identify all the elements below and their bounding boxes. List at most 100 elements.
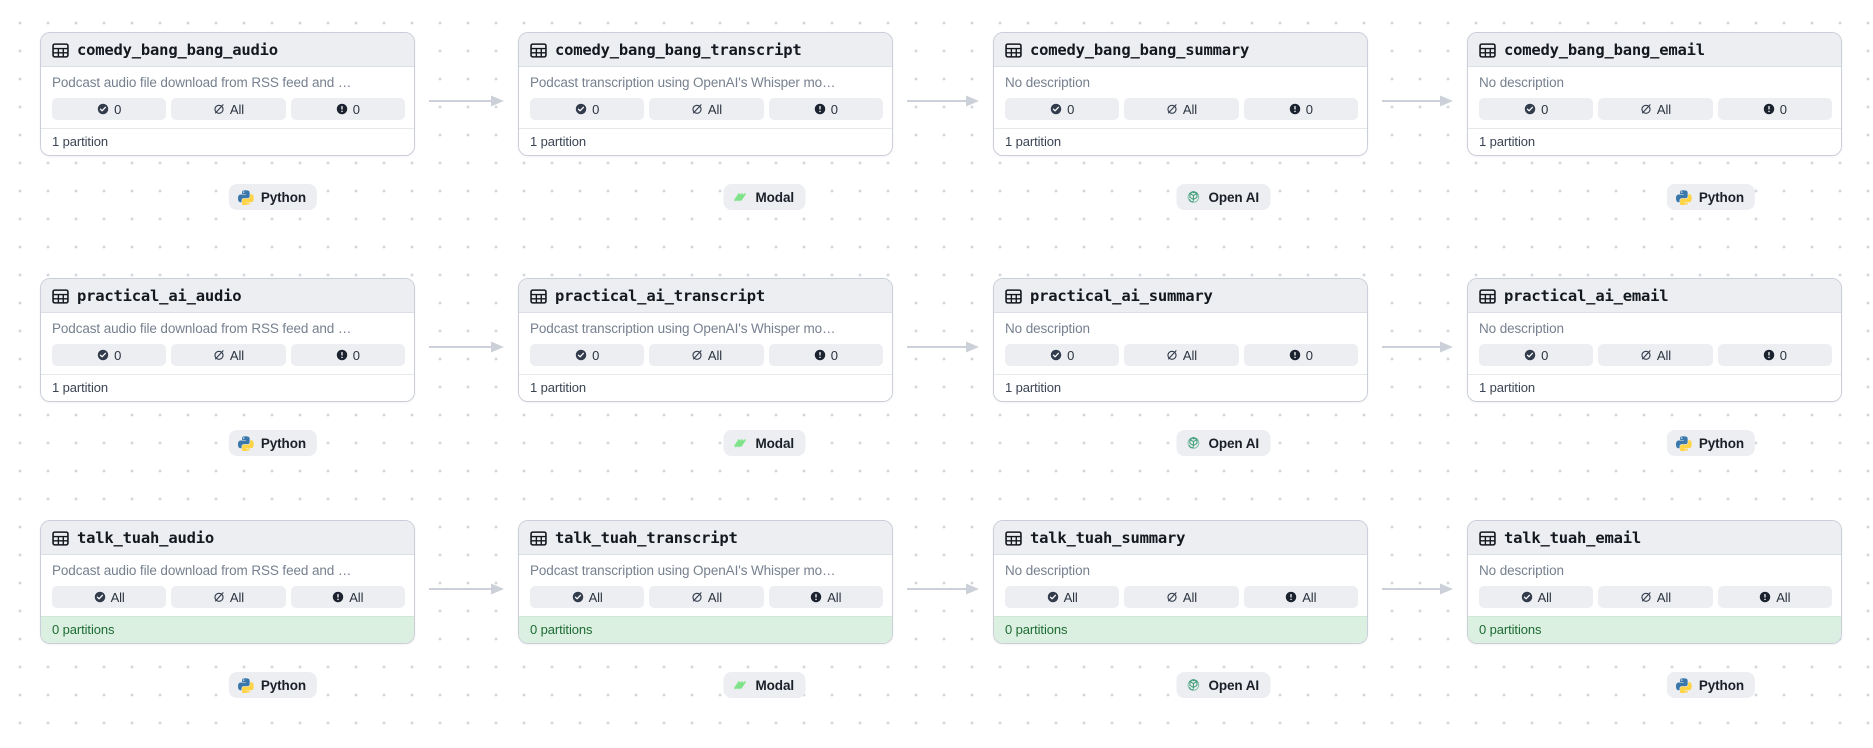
table-icon — [52, 530, 69, 546]
asset-node-description: Podcast audio file download from RSS fee… — [52, 75, 352, 90]
status-badge[interactable]: 0 — [290, 98, 405, 120]
flow-arrow-icon — [429, 341, 504, 353]
status-badge-row: 0 All 0 — [1005, 98, 1358, 120]
asset-node-header[interactable]: talk_tuah_summary — [994, 521, 1367, 555]
table-icon — [1005, 42, 1022, 58]
status-badge[interactable]: All — [1598, 98, 1713, 120]
asset-node-talk-tuah-audio[interactable]: talk_tuah_audio Podcast audio file downl… — [40, 520, 415, 644]
asset-node-partition-status: 0 partitions — [994, 616, 1367, 643]
asset-node-header[interactable]: talk_tuah_email — [1468, 521, 1841, 555]
asset-node-comedy-bang-bang-email[interactable]: comedy_bang_bang_email No description 0 … — [1467, 32, 1842, 156]
status-badge[interactable]: All — [768, 586, 883, 608]
engine-pill-modal[interactable]: Modal — [723, 672, 805, 698]
status-badge[interactable]: All — [649, 586, 764, 608]
engine-pill-python[interactable]: Python — [228, 184, 317, 210]
status-badge[interactable]: All — [290, 586, 405, 608]
asset-node-description: Podcast audio file download from RSS fee… — [52, 563, 352, 578]
asset-node-talk-tuah-summary[interactable]: talk_tuah_summary No description All All — [993, 520, 1368, 644]
status-badge[interactable]: All — [649, 344, 764, 366]
asset-node-header[interactable]: practical_ai_transcript — [519, 279, 892, 313]
status-badge[interactable]: 0 — [1479, 344, 1594, 366]
status-badge-label: All — [1182, 347, 1198, 363]
status-badge[interactable]: All — [649, 98, 764, 120]
status-badge-label: 0 — [830, 101, 838, 117]
asset-node-title: talk_tuah_email — [1504, 529, 1641, 547]
status-badge-label: All — [1182, 101, 1198, 117]
status-badge[interactable]: 0 — [1243, 344, 1358, 366]
engine-pill-python[interactable]: Python — [1666, 672, 1755, 698]
status-badge[interactable]: 0 — [1243, 98, 1358, 120]
table-icon — [1479, 530, 1496, 546]
asset-node-practical-ai-email[interactable]: practical_ai_email No description 0 All — [1467, 278, 1842, 402]
status-badge[interactable]: All — [171, 586, 286, 608]
asset-node-header[interactable]: talk_tuah_transcript — [519, 521, 892, 555]
asset-node-header[interactable]: practical_ai_email — [1468, 279, 1841, 313]
exclamation-circle-icon — [814, 349, 825, 361]
status-badge[interactable]: All — [52, 586, 167, 608]
asset-node-header[interactable]: comedy_bang_bang_email — [1468, 33, 1841, 67]
status-badge[interactable]: All — [1717, 586, 1832, 608]
exclamation-circle-icon — [810, 591, 822, 603]
status-badge-label: 0 — [1067, 101, 1075, 117]
status-badge[interactable]: All — [1243, 586, 1358, 608]
asset-node-practical-ai-summary[interactable]: practical_ai_summary No description 0 Al… — [993, 278, 1368, 402]
status-badge[interactable]: 0 — [1005, 98, 1120, 120]
status-badge[interactable]: All — [171, 98, 286, 120]
engine-pill-python[interactable]: Python — [1666, 430, 1755, 456]
status-badge[interactable]: All — [1124, 344, 1239, 366]
status-badge[interactable]: 0 — [768, 98, 883, 120]
asset-node-header[interactable]: comedy_bang_bang_transcript — [519, 33, 892, 67]
status-badge-label: All — [1776, 589, 1791, 605]
table-icon — [1479, 42, 1496, 58]
status-badge[interactable]: 0 — [1717, 344, 1832, 366]
engine-pill-modal[interactable]: Modal — [723, 430, 805, 456]
engine-pill-open-ai[interactable]: Open AI — [1176, 184, 1270, 210]
asset-node-partition-status: 1 partition — [994, 374, 1367, 401]
engine-pill-modal[interactable]: Modal — [723, 184, 805, 210]
engine-pill-python[interactable]: Python — [228, 430, 317, 456]
status-badge[interactable]: 0 — [52, 344, 167, 366]
asset-node-header[interactable]: talk_tuah_audio — [41, 521, 414, 555]
asset-node-comedy-bang-bang-audio[interactable]: comedy_bang_bang_audio Podcast audio fil… — [40, 32, 415, 156]
exclamation-circle-icon — [336, 349, 347, 361]
status-badge[interactable]: All — [530, 586, 645, 608]
status-badge[interactable]: 0 — [530, 344, 645, 366]
status-badge-row: 0 All 0 — [52, 344, 405, 366]
status-badge[interactable]: All — [1005, 586, 1120, 608]
asset-node-header[interactable]: practical_ai_audio — [41, 279, 414, 313]
status-badge[interactable]: All — [1598, 344, 1713, 366]
asset-node-partition-status: 1 partition — [41, 374, 414, 401]
asset-node-comedy-bang-bang-summary[interactable]: comedy_bang_bang_summary No description … — [993, 32, 1368, 156]
asset-node-talk-tuah-transcript[interactable]: talk_tuah_transcript Podcast transcripti… — [518, 520, 893, 644]
check-circle-icon — [1050, 103, 1062, 115]
engine-pill-open-ai[interactable]: Open AI — [1176, 430, 1270, 456]
engine-pill-python[interactable]: Python — [1666, 184, 1755, 210]
asset-node-header[interactable]: comedy_bang_bang_audio — [41, 33, 414, 67]
status-badge[interactable]: 0 — [52, 98, 167, 120]
status-badge[interactable]: 0 — [1479, 98, 1594, 120]
engine-pill-open-ai[interactable]: Open AI — [1176, 672, 1270, 698]
status-badge-label: 0 — [830, 347, 838, 363]
asset-node-practical-ai-transcript[interactable]: practical_ai_transcript Podcast transcri… — [518, 278, 893, 402]
status-badge[interactable]: All — [1124, 98, 1239, 120]
asset-node-talk-tuah-email[interactable]: talk_tuah_email No description All All — [1467, 520, 1842, 644]
asset-node-comedy-bang-bang-transcript[interactable]: comedy_bang_bang_transcript Podcast tran… — [518, 32, 893, 156]
status-badge[interactable]: All — [1598, 586, 1713, 608]
status-badge[interactable]: 0 — [290, 344, 405, 366]
status-badge[interactable]: 0 — [1005, 344, 1120, 366]
status-badge[interactable]: All — [1124, 586, 1239, 608]
asset-node-header[interactable]: practical_ai_summary — [994, 279, 1367, 313]
engine-pill-label: Open AI — [1208, 189, 1259, 205]
asset-node-partition-status: 1 partition — [519, 128, 892, 155]
status-badge[interactable]: All — [1479, 586, 1594, 608]
status-badge[interactable]: 0 — [1717, 98, 1832, 120]
status-badge[interactable]: 0 — [768, 344, 883, 366]
status-badge[interactable]: All — [171, 344, 286, 366]
engine-pill-python[interactable]: Python — [228, 672, 317, 698]
engine-pill-label: Modal — [755, 435, 795, 451]
asset-node-header[interactable]: comedy_bang_bang_summary — [994, 33, 1367, 67]
status-badge[interactable]: 0 — [530, 98, 645, 120]
flow-arrow-icon — [429, 95, 504, 107]
asset-node-practical-ai-audio[interactable]: practical_ai_audio Podcast audio file do… — [40, 278, 415, 402]
